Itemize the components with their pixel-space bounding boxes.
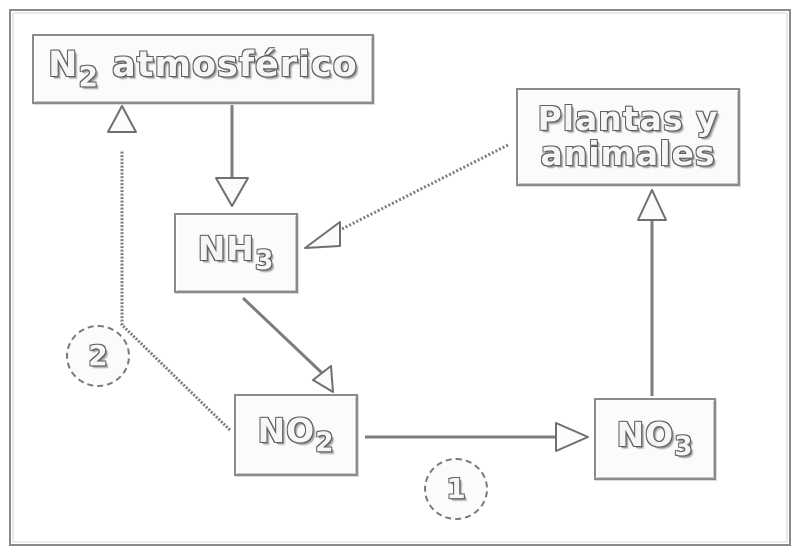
label-n2-atmosferico: N2 atmosférico <box>48 47 358 91</box>
label-nh3: NH3 <box>197 228 275 276</box>
arrowhead-nh3 <box>215 177 249 207</box>
arrow-nh3-to-no2 <box>241 296 324 375</box>
label-plantas: Plantas y <box>537 99 719 139</box>
arrowhead-plants-nh3 <box>304 221 341 249</box>
arrow-plants-to-nh3 <box>329 143 509 237</box>
label-n2-main: N <box>48 44 79 85</box>
label-nh3-main: NH <box>197 228 255 268</box>
label-no2-main: NO <box>257 410 316 450</box>
arrowhead-no2 <box>312 365 334 393</box>
marker-2-circle: 2 <box>66 325 130 387</box>
label-no3: NO3 <box>616 414 694 462</box>
box-no3: NO3 <box>594 398 716 480</box>
label-no3-main: NO <box>616 414 675 454</box>
label-no2-sub: 2 <box>315 426 335 458</box>
box-no2: NO2 <box>234 394 358 476</box>
marker-1-label: 1 <box>446 472 466 506</box>
arrowhead-n2 <box>107 105 137 133</box>
arrowhead-no3 <box>555 422 589 452</box>
arrowhead-plants <box>637 189 667 221</box>
box-plantas-animales: Plantas y animales <box>516 88 740 186</box>
label-no3-sub: 3 <box>674 430 694 462</box>
label-animales: animales <box>540 134 716 173</box>
label-n2-sub: 2 <box>78 59 99 93</box>
marker-2-label: 2 <box>88 339 108 373</box>
label-n2-rest: atmosférico <box>98 44 358 85</box>
box-nh3: NH3 <box>174 213 298 293</box>
arrow-no2-to-n2 <box>120 150 232 432</box>
box-n2-atmosferico: N2 atmosférico <box>32 34 374 104</box>
label-no2: NO2 <box>257 410 335 458</box>
marker-1-circle: 1 <box>424 458 488 520</box>
label-nh3-sub: 3 <box>254 244 275 276</box>
